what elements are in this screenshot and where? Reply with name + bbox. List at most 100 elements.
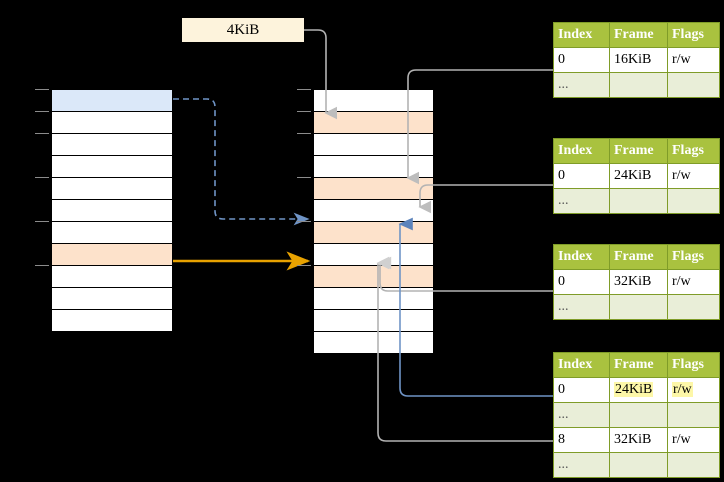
virtual-address-space-row	[51, 133, 173, 156]
page-table-level-2-cell: r/w	[667, 163, 720, 189]
page-table-level-3-cell: ...	[553, 294, 610, 320]
physical-column-tick	[297, 221, 311, 222]
wire-virtual-row0-to-physical	[173, 98, 310, 226]
page-table-level-4-header-flags: Flags	[667, 352, 720, 378]
physical-column-tick	[297, 89, 311, 90]
page-table-level-3-header-index: Index	[553, 244, 610, 270]
page-table-level-3-row[interactable]: ...	[553, 294, 720, 320]
page-table-level-4-cell: ...	[553, 452, 610, 478]
physical-memory-column	[313, 89, 434, 354]
page-table-level-4-header-index: Index	[553, 352, 610, 378]
page-table-level-4-cell: 24KiB	[609, 377, 668, 403]
page-table-level-4-row[interactable]: ...	[553, 402, 720, 428]
virtual-address-space-row	[51, 243, 173, 266]
physical-memory-row	[313, 111, 434, 134]
page-table-level-4-cell: r/w	[667, 427, 720, 453]
physical-memory-row	[313, 133, 434, 156]
virtual-column-tick	[35, 177, 49, 178]
physical-memory-row	[313, 221, 434, 244]
page-table-level-4-cell	[667, 402, 720, 428]
page-table-level-2-cell: 24KiB	[609, 163, 668, 189]
page-table-level-3-cell: 32KiB	[609, 269, 668, 295]
page-table-level-2-row[interactable]: ...	[553, 188, 720, 214]
physical-memory-row	[313, 309, 434, 332]
physical-column-tick	[297, 177, 311, 178]
page-table-level-1-cell: 16KiB	[609, 47, 668, 73]
page-table-level-1-header-flags: Flags	[667, 22, 720, 48]
page-table-level-4-header-frame: Frame	[609, 352, 668, 378]
wire-table2-to-physical	[418, 184, 553, 214]
page-table-level-4-cell	[609, 402, 668, 428]
physical-memory-row	[313, 265, 434, 288]
physical-memory-row	[313, 177, 434, 200]
page-table-level-1-header-frame: Frame	[609, 22, 668, 48]
physical-column-tick	[297, 111, 311, 112]
page-table-level-1-cell: ...	[553, 72, 610, 98]
page-table-level-4-cell	[667, 452, 720, 478]
physical-memory-row	[313, 287, 434, 310]
page-table-level-2-cell: ...	[553, 188, 610, 214]
page-size-callout-label: 4KiB	[226, 21, 260, 38]
page-table-level-4-cell: ...	[553, 402, 610, 428]
physical-memory-row	[313, 155, 434, 178]
page-table-level-3-cell: r/w	[667, 269, 720, 295]
page-table-level-4-cell: 0	[553, 377, 610, 403]
page-size-callout: 4KiB	[182, 18, 304, 42]
page-table-level-3-cell	[667, 294, 720, 320]
virtual-address-space-row	[51, 221, 173, 244]
page-table-level-4-row[interactable]: ...	[553, 452, 720, 478]
page-table-level-1-cell	[609, 72, 668, 98]
page-table-level-2-header-flags: Flags	[667, 138, 720, 164]
physical-memory-row	[313, 243, 434, 266]
page-table-level-3-header-flags: Flags	[667, 244, 720, 270]
page-table-level-3-header-frame: Frame	[609, 244, 668, 270]
page-table-level-3-cell	[609, 294, 668, 320]
page-table-level-2-cell: 0	[553, 163, 610, 189]
virtual-address-space-row	[51, 199, 173, 222]
virtual-column-tick	[35, 221, 49, 222]
virtual-column-tick	[35, 265, 49, 266]
page-table-level-4-cell: 8	[553, 427, 610, 453]
page-table-level-1-row[interactable]: ...	[553, 72, 720, 98]
virtual-column-tick	[35, 89, 49, 90]
virtual-address-space-row	[51, 155, 173, 178]
page-table-level-3-cell: 0	[553, 269, 610, 295]
virtual-address-space-row	[51, 111, 173, 134]
virtual-address-space-column	[51, 89, 173, 332]
page-table-level-4-cell: 32KiB	[609, 427, 668, 453]
physical-memory-row	[313, 89, 434, 112]
physical-memory-row	[313, 331, 434, 354]
virtual-column-tick	[35, 111, 49, 112]
page-table-level-4-cell	[609, 452, 668, 478]
page-table-level-1-cell: r/w	[667, 47, 720, 73]
page-table-level-4-cell: r/w	[667, 377, 720, 403]
virtual-address-space-row	[51, 265, 173, 288]
physical-memory-row	[313, 199, 434, 222]
page-table-level-2-header-index: Index	[553, 138, 610, 164]
page-table-level-2-cell	[609, 188, 668, 214]
virtual-address-space-row	[51, 287, 173, 310]
virtual-address-space-row	[51, 89, 173, 112]
physical-column-tick	[297, 265, 311, 266]
page-table-level-2-header-frame: Frame	[609, 138, 668, 164]
physical-column-tick	[297, 133, 311, 134]
virtual-column-tick	[35, 133, 49, 134]
virtual-address-space-row	[51, 177, 173, 200]
page-table-level-1-header-index: Index	[553, 22, 610, 48]
page-table-level-1-cell: 0	[553, 47, 610, 73]
page-table-level-1-cell	[667, 72, 720, 98]
